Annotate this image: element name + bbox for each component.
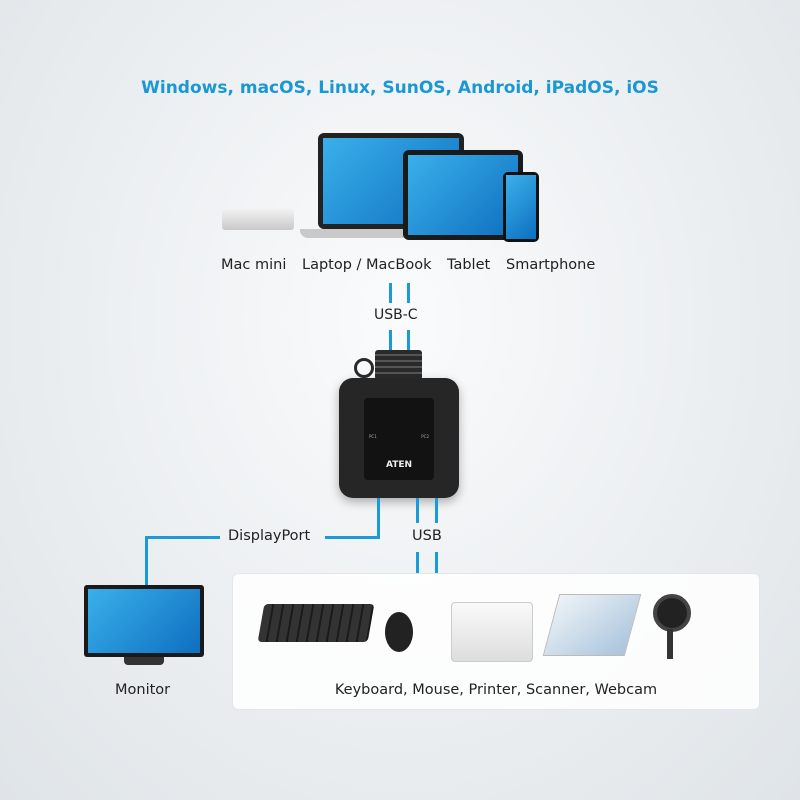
- webcam-stand: [667, 629, 673, 659]
- mouse-image: [385, 612, 413, 652]
- usb-cable-line: [435, 498, 438, 523]
- kvm-switch-device: PC1 PC2 ATEN: [339, 378, 459, 498]
- label-mac-mini: Mac mini: [221, 257, 287, 273]
- port2-label: PC2: [421, 434, 429, 439]
- label-tablet: Tablet: [447, 257, 491, 273]
- displayport-cable-line: [325, 536, 380, 539]
- label-smartphone: Smartphone: [506, 257, 596, 273]
- displayport-label: DisplayPort: [228, 528, 311, 544]
- usbc-cable-line: [407, 330, 410, 352]
- monitor-image: [84, 585, 204, 657]
- port1-label: PC1: [369, 434, 377, 439]
- os-title: Windows, macOS, Linux, SunOS, Android, i…: [141, 78, 659, 98]
- laptop-base: [300, 229, 482, 238]
- usbc-label: USB-C: [374, 307, 418, 323]
- label-laptop: Laptop / MacBook: [302, 257, 432, 273]
- usbc-cable-line: [407, 283, 410, 303]
- monitor-stand: [124, 657, 164, 665]
- top-panel: PC1 PC2 ATEN: [364, 398, 434, 480]
- cable-strain-relief: [375, 350, 422, 380]
- usb-label: USB: [412, 528, 442, 544]
- usbc-cable-line: [389, 283, 392, 303]
- peripherals-label: Keyboard, Mouse, Printer, Scanner, Webca…: [334, 682, 658, 698]
- displayport-cable-line: [145, 536, 148, 586]
- peripherals-panel: Keyboard, Mouse, Printer, Scanner, Webca…: [232, 573, 760, 710]
- usb-cable-line: [416, 498, 419, 523]
- mac-mini-image: [222, 208, 294, 230]
- usb-cable-line: [435, 552, 438, 574]
- displayport-cable-line: [145, 536, 220, 539]
- displayport-cable-line: [377, 498, 380, 538]
- usb-cable-line: [416, 552, 419, 574]
- scanner-image: [542, 594, 642, 656]
- brand-logo: ATEN: [385, 460, 413, 470]
- smartphone-image: [503, 172, 539, 242]
- usbc-cable-line: [389, 330, 392, 352]
- printer-image: [451, 602, 533, 662]
- monitor-label: Monitor: [115, 682, 171, 698]
- webcam-image: [653, 594, 691, 632]
- lanyard-loop: [354, 358, 374, 378]
- keyboard-image: [257, 604, 375, 642]
